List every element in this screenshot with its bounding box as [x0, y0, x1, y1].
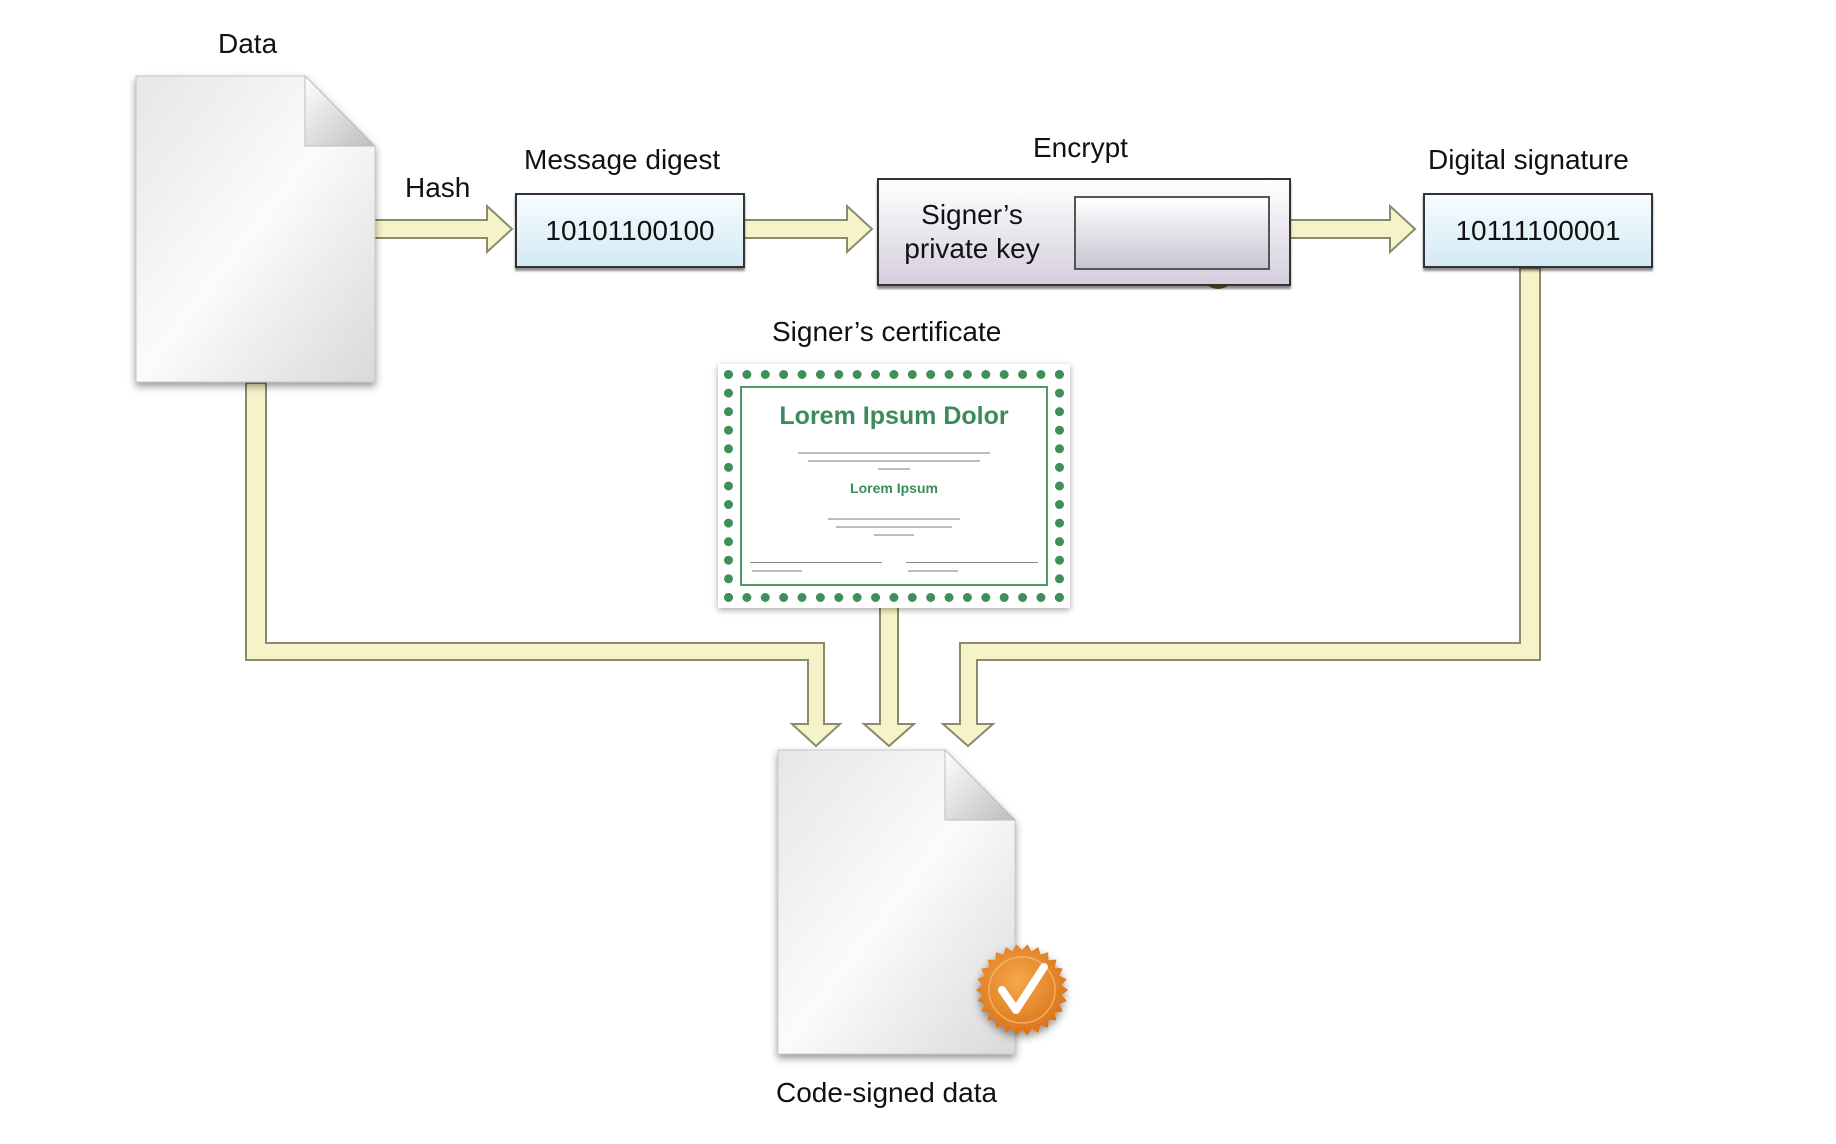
certificate-title: Lorem Ipsum Dolor: [779, 402, 1009, 430]
hash-arrow: [369, 203, 514, 255]
certificate-text-line: [752, 570, 802, 572]
encrypt-to-signature-arrow: [1281, 203, 1417, 255]
certificate-signature-line: [906, 562, 1038, 563]
certificate-text-line: [808, 460, 980, 462]
data-to-signed-arrow: [245, 382, 843, 748]
data-document-icon: [135, 74, 377, 383]
message-digest-label: Message digest: [524, 144, 721, 175]
certificate-text-line: [798, 452, 990, 454]
checkmark-badge-icon: [976, 944, 1068, 1036]
signature-to-signed-arrow: [940, 267, 1541, 748]
signers-certificate-label: Signer’s certificate: [772, 316, 1002, 347]
code-signed-document-icon: [777, 748, 1017, 1055]
certificate-text-line: [836, 526, 952, 528]
digital-signature-box: 10111100001: [1423, 193, 1653, 268]
message-digest-box: 10101100100: [515, 193, 745, 268]
digital-signature-label: Digital signature: [1428, 144, 1629, 175]
encrypt-label: Encrypt: [1033, 132, 1128, 163]
key-frame: [1074, 196, 1270, 270]
certificate-text-line: [878, 468, 910, 470]
code-signed-data-label: Code-signed data: [776, 1077, 998, 1108]
digital-signature-value: 10111100001: [1455, 214, 1621, 246]
digest-to-encrypt-arrow: [739, 203, 874, 255]
private-key-line1: Signer’s: [921, 199, 1023, 230]
data-label: Data: [218, 28, 278, 59]
certificate-to-signed-arrow: [861, 605, 917, 748]
private-key-label: Signer’s private key: [887, 198, 1057, 266]
certificate-icon: Lorem Ipsum Dolor Lorem Ipsum: [718, 364, 1070, 608]
certificate-text-line: [874, 534, 914, 536]
certificate-text-line: [908, 570, 958, 572]
certificate-text-line: [828, 518, 960, 520]
private-key-line2: private key: [904, 233, 1040, 264]
certificate-subtitle: Lorem Ipsum: [850, 480, 938, 496]
encrypt-box: Signer’s private key: [877, 178, 1291, 286]
hash-label: Hash: [405, 172, 471, 203]
certificate-signature-line: [750, 562, 882, 563]
certificate-border: [724, 370, 1064, 602]
certificate-inner-frame: [740, 386, 1048, 586]
arrows: [245, 203, 1541, 748]
message-digest-value: 10101100100: [545, 214, 715, 246]
